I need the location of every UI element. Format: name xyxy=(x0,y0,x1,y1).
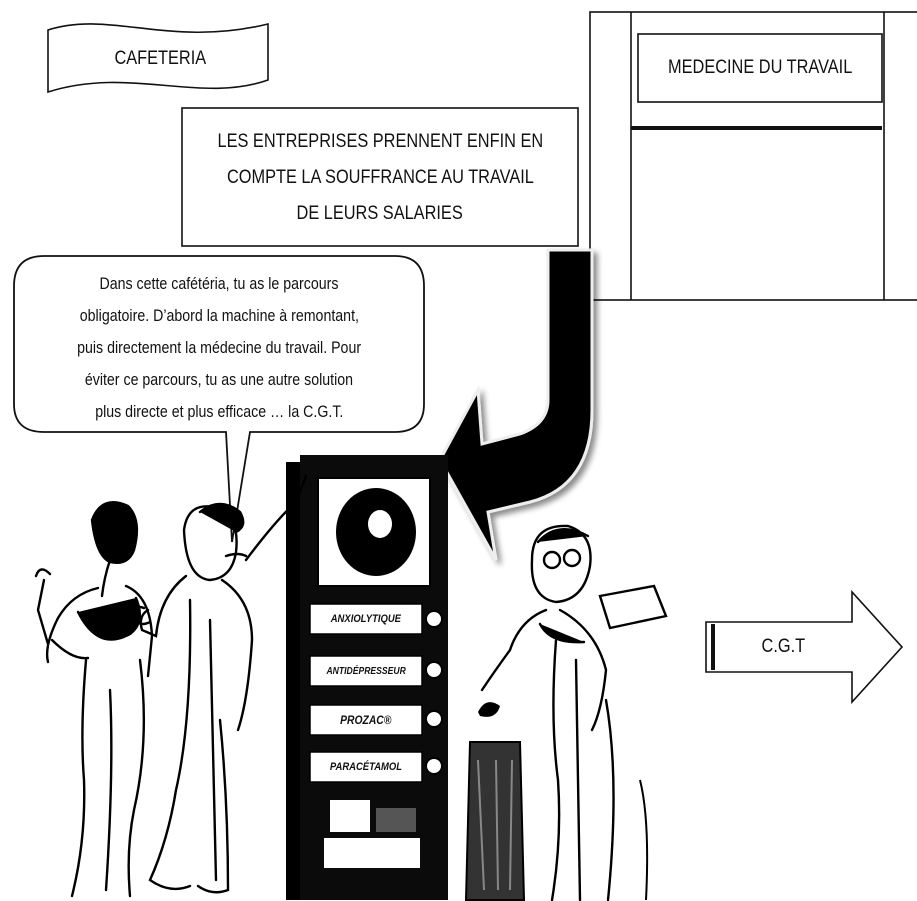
machine-button-label: PARACÉTAMOL xyxy=(329,761,403,773)
cgt-arrow-shape xyxy=(705,589,904,705)
speech-line: éviter ce parcours, tu as une autre solu… xyxy=(84,371,354,389)
speech-line: obligatoire. D’abord la machine à remont… xyxy=(79,307,359,325)
man-with-cup xyxy=(132,474,308,894)
machine-button-prozac[interactable]: PROZAC® xyxy=(311,706,421,734)
caption-line: LES ENTREPRISES PRENNENT ENFIN EN xyxy=(217,131,543,152)
speech-bubble xyxy=(13,255,425,543)
medecine-building xyxy=(589,11,917,301)
machine-button-label: PROZAC® xyxy=(340,713,392,727)
speech-text: Dans cette cafétéria, tu as le parcours … xyxy=(16,268,422,428)
trash-bin xyxy=(464,702,526,901)
floor-line xyxy=(639,779,649,901)
caption-text: LES ENTREPRISES PRENNENT ENFIN EN COMPTE… xyxy=(184,124,576,232)
caption-box xyxy=(181,107,579,247)
caption-line: DE LEURS SALARIES xyxy=(296,203,464,224)
machine-button-anxiolytique[interactable]: ANXIOLYTIQUE xyxy=(311,605,421,633)
cafeteria-banner xyxy=(47,22,269,94)
speech-line: puis directement la médecine du travail.… xyxy=(77,339,361,357)
hook-arrow xyxy=(438,248,594,561)
speech-line: plus directe et plus efficace … la C.G.T… xyxy=(94,403,344,421)
cgt-text: C.G.T xyxy=(761,636,805,657)
cgt-sign-label: C.G.T xyxy=(716,624,850,670)
cafeteria-text: CAFETERIA xyxy=(114,48,206,69)
speech-line: Dans cette cafétéria, tu as le parcours xyxy=(99,275,339,293)
medecine-sign-label: MEDECINE DU TRAVAIL xyxy=(640,36,880,100)
machine-button-paracetamol[interactable]: PARACÉTAMOL xyxy=(311,753,421,781)
machine-button-label: ANTIDÉPRESSEUR xyxy=(326,665,406,677)
doctor-with-clipboard xyxy=(480,524,668,901)
machine-button-label: ANXIOLYTIQUE xyxy=(330,613,402,625)
machine-button-antidepresseur[interactable]: ANTIDÉPRESSEUR xyxy=(311,657,421,685)
caption-line: COMPTE LA SOUFFRANCE AU TRAVAIL xyxy=(226,167,534,188)
woman-figure xyxy=(34,501,154,898)
vending-machine xyxy=(286,455,448,900)
medecine-text: MEDECINE DU TRAVAIL xyxy=(667,57,853,78)
cafeteria-sign-label: CAFETERIA xyxy=(60,38,260,80)
